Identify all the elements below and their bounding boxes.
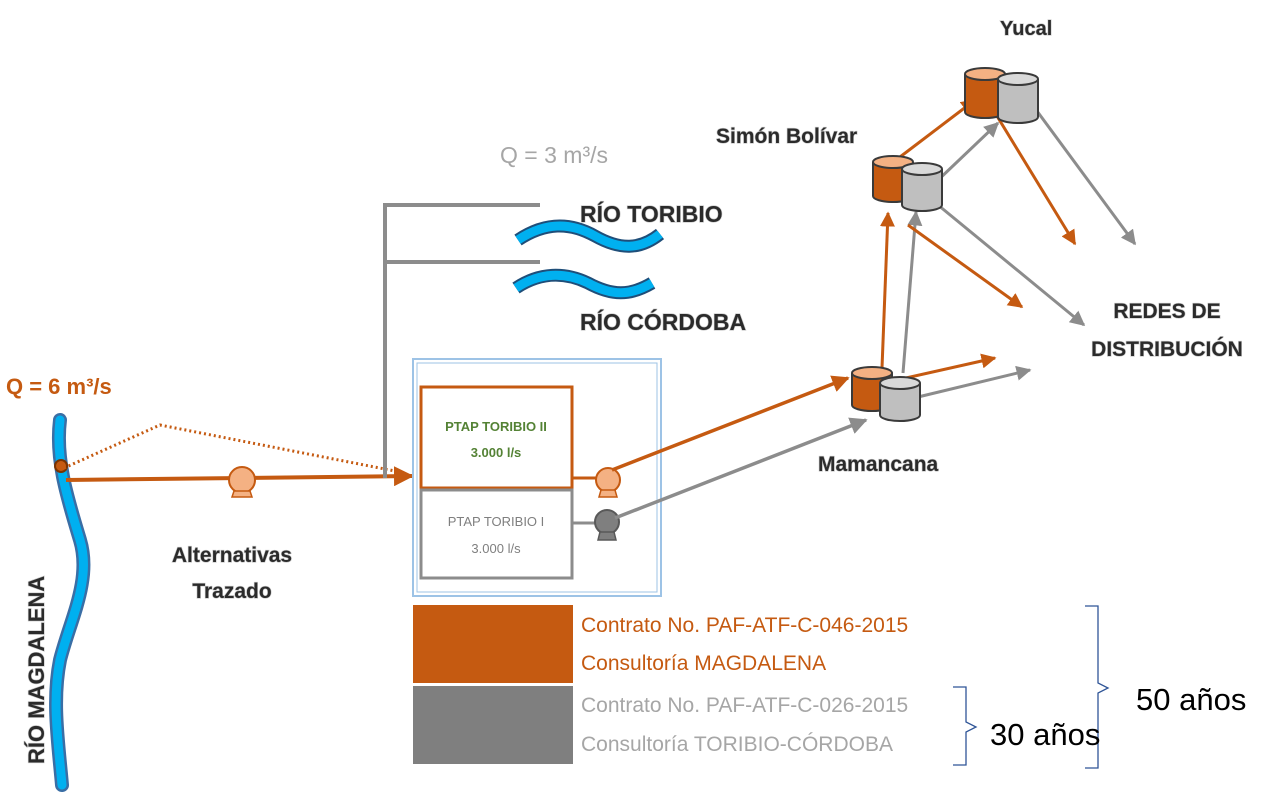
orange-pipeline-to-mamancana xyxy=(611,375,850,472)
yucal-tanks-icon xyxy=(964,67,1039,124)
ptap-toribio-ii-name: PTAP TORIBIO II xyxy=(445,419,547,434)
legend-gray-consultoria: Consultoría TORIBIO-CÓRDOBA xyxy=(581,733,893,756)
legend-orange-consultoria: Consultoría MAGDALENA xyxy=(581,652,826,675)
ptap-toribio-i-flow: 3.000 l/s xyxy=(471,541,521,556)
gray-pipeline-to-mamancana xyxy=(614,417,868,520)
ptap-toribio-ii-box xyxy=(419,385,574,490)
rio-magdalena-label: RÍO MAGDALENA xyxy=(24,576,49,764)
legend-gray-contract: Contrato No. PAF-ATF-C-026-2015 xyxy=(581,694,908,717)
mamancana-tanks-icon xyxy=(851,366,921,422)
redes-label-line1: REDES DE xyxy=(1113,300,1220,323)
legend-orange-contract: Contrato No. PAF-ATF-C-046-2015 xyxy=(581,614,908,637)
rio-cordoba-wave-icon xyxy=(512,268,656,300)
ptap-toribio-i-box xyxy=(419,488,574,580)
rio-cordoba-label: RÍO CÓRDOBA xyxy=(580,308,746,335)
brace-30-years xyxy=(953,686,978,766)
ptap1-pump-icon xyxy=(594,509,620,541)
brace-50-years xyxy=(1085,605,1110,769)
mamancana-label: Mamancana xyxy=(818,453,939,476)
q-magdalena-label: Q = 6 m³/s xyxy=(6,374,112,399)
q-toribio-label: Q = 3 m³/s xyxy=(500,142,608,168)
pump-icon xyxy=(228,466,256,498)
alternative-route-line xyxy=(63,423,401,474)
toribio-connector-line xyxy=(383,203,540,478)
simon-bolivar-label: Simón Bolívar xyxy=(716,125,857,148)
alternativas-label: Alternativas xyxy=(172,544,292,567)
intake-point-icon xyxy=(54,459,68,473)
legend-gray-swatch xyxy=(413,686,573,764)
years-50-label: 50 años xyxy=(1136,682,1246,717)
ptap-toribio-i-name: PTAP TORIBIO I xyxy=(448,514,545,529)
rio-magdalena-river xyxy=(49,413,91,792)
legend-orange-swatch xyxy=(413,605,573,683)
ptap-toribio-ii-flow: 3.000 l/s xyxy=(471,445,522,460)
rio-toribio-wave-icon xyxy=(514,219,665,253)
ptap2-pump-icon xyxy=(595,467,621,498)
years-30-label: 30 años xyxy=(990,717,1100,752)
redes-label-line2: DISTRIBUCIÓN xyxy=(1091,337,1243,361)
simon-bolivar-tanks-icon xyxy=(872,155,943,212)
ptap-container xyxy=(412,358,662,597)
ptap-container-inner xyxy=(416,362,658,593)
rio-toribio-label: RÍO TORIBIO xyxy=(580,200,723,227)
trazado-label: Trazado xyxy=(192,580,271,603)
yucal-label: Yucal xyxy=(1000,18,1052,40)
